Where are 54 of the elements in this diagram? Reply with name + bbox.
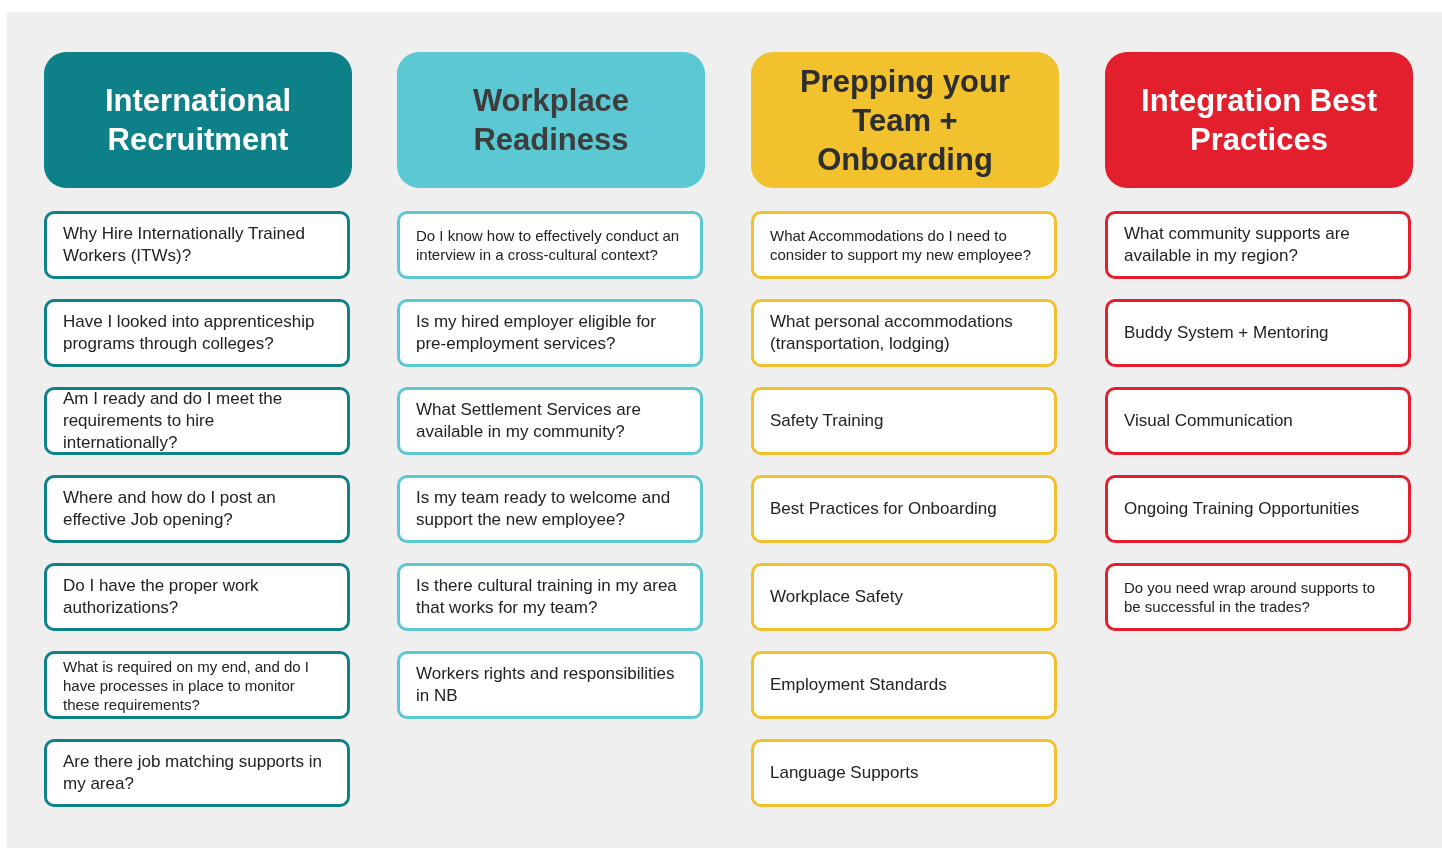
- topic-card: [751, 299, 1057, 367]
- card-text: Safety Training: [770, 410, 884, 432]
- card-text: What community supports are available in my region?: [1124, 223, 1351, 267]
- topic-card: [397, 299, 703, 367]
- card-text: What Accommodations do I need to consider to support my new employee?: [770, 226, 1032, 264]
- topic-card: [751, 739, 1057, 807]
- card-text: Workplace Safety: [770, 586, 903, 608]
- column-header: Prepping your Team + Onboarding: [751, 52, 1059, 188]
- topic-card: [44, 475, 350, 543]
- topic-card: [397, 475, 703, 543]
- card-text: Buddy System + Mentoring: [1124, 322, 1329, 344]
- topic-card: [397, 387, 703, 455]
- card-text: What Settlement Services are available in my community?: [416, 399, 642, 443]
- topic-card: [1105, 387, 1411, 455]
- card-text: Workers rights and responsibilities in NB: [416, 663, 676, 707]
- topic-card: [1105, 475, 1411, 543]
- topic-card: [397, 563, 703, 631]
- card-text: Where and how do I post an effective Job opening?: [63, 487, 277, 531]
- topic-card: [751, 475, 1057, 543]
- topic-card: [397, 651, 703, 719]
- topic-card: [44, 299, 350, 367]
- topic-card: [44, 211, 350, 279]
- card-text: Have I looked into apprenticeship programs through colleges?: [63, 311, 316, 355]
- card-text: Is there cultural training in my area that works for my team?: [416, 575, 678, 619]
- card-text: Do I have the proper work authorizations?: [63, 575, 260, 619]
- card-text: Do you need wrap around supports to be successful in the trades?: [1124, 578, 1376, 616]
- card-text: Employment Standards: [770, 674, 947, 696]
- topic-card: [751, 563, 1057, 631]
- topic-card: [1105, 299, 1411, 367]
- topic-card: [751, 651, 1057, 719]
- card-text: Am I ready and do I meet the requirements to hire internationally?: [63, 388, 284, 454]
- card-text: Visual Communication: [1124, 410, 1293, 432]
- column-header: Workplace Readiness: [397, 52, 705, 188]
- card-text: What personal accommodations (transportation, lodging): [770, 311, 1014, 355]
- card-text: Why Hire Internationally Trained Workers (ITWs)?: [63, 223, 306, 267]
- card-text: Ongoing Training Opportunities: [1124, 498, 1360, 520]
- column-header: International Recruitment: [44, 52, 352, 188]
- card-text: Are there job matching supports in my area?: [63, 751, 323, 795]
- column-header: Integration Best Practices: [1105, 52, 1413, 188]
- card-text: Language Supports: [770, 762, 919, 784]
- card-text: Do I know how to effectively conduct an interview in a cross-cultural context?: [416, 226, 681, 264]
- card-text: Best Practices for Onboarding: [770, 498, 997, 520]
- card-text: Is my hired employer eligible for pre-employment services?: [416, 311, 657, 355]
- topic-card: [1105, 563, 1411, 631]
- topic-card: [44, 651, 350, 719]
- topic-card: [397, 211, 703, 279]
- topic-card: [44, 563, 350, 631]
- card-text: Is my team ready to welcome and support the new employee?: [416, 487, 672, 531]
- topic-card: [44, 387, 350, 455]
- topic-card: [44, 739, 350, 807]
- topic-card: [751, 211, 1057, 279]
- topic-card: [751, 387, 1057, 455]
- card-text: What is required on my end, and do I have processes in place to monitor these requirements?: [63, 656, 310, 714]
- topic-card: [1105, 211, 1411, 279]
